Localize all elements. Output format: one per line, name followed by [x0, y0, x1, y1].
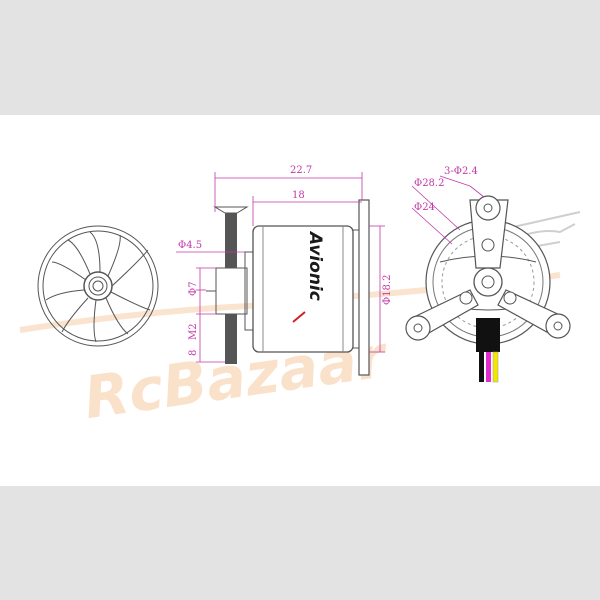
- prop-adaptor-thread-bottom: [225, 314, 237, 364]
- bottom-gray-band: [0, 486, 600, 600]
- rear-dimension-lines: [411, 175, 485, 245]
- wire-magenta: [486, 352, 491, 382]
- brand-logo: Avionic: [305, 230, 325, 301]
- dimension-lines: [176, 172, 385, 363]
- motor-side-view: Avionic: [206, 199, 370, 376]
- dim-holes: 3-Φ2.4: [444, 166, 478, 177]
- motor-rear-view: [405, 195, 571, 383]
- wire-yellow: [492, 351, 499, 383]
- dim-overall-length: 22.7: [290, 165, 312, 176]
- top-gray-band: [0, 0, 600, 115]
- prop-adaptor-thread-top: [225, 213, 237, 268]
- dim-thread: M2: [188, 323, 199, 340]
- dim-pcd-inner: Φ24: [414, 202, 435, 213]
- logo-accent: [292, 311, 306, 323]
- motor-can: [252, 225, 354, 353]
- mount-plate: [358, 199, 370, 376]
- dim-hub-dia: Φ7: [188, 281, 199, 296]
- dim-body-length: 18: [292, 190, 305, 201]
- dim-pcd-outer: Φ28.2: [414, 178, 444, 189]
- dim-body-dia: Φ18.2: [382, 275, 393, 305]
- fan-front-view: [37, 225, 159, 347]
- dim-thread-length: 8: [188, 350, 199, 356]
- wire-sleeve: [476, 318, 500, 352]
- dim-shaft-dia: Φ4.5: [178, 240, 202, 251]
- wire-black: [479, 352, 484, 382]
